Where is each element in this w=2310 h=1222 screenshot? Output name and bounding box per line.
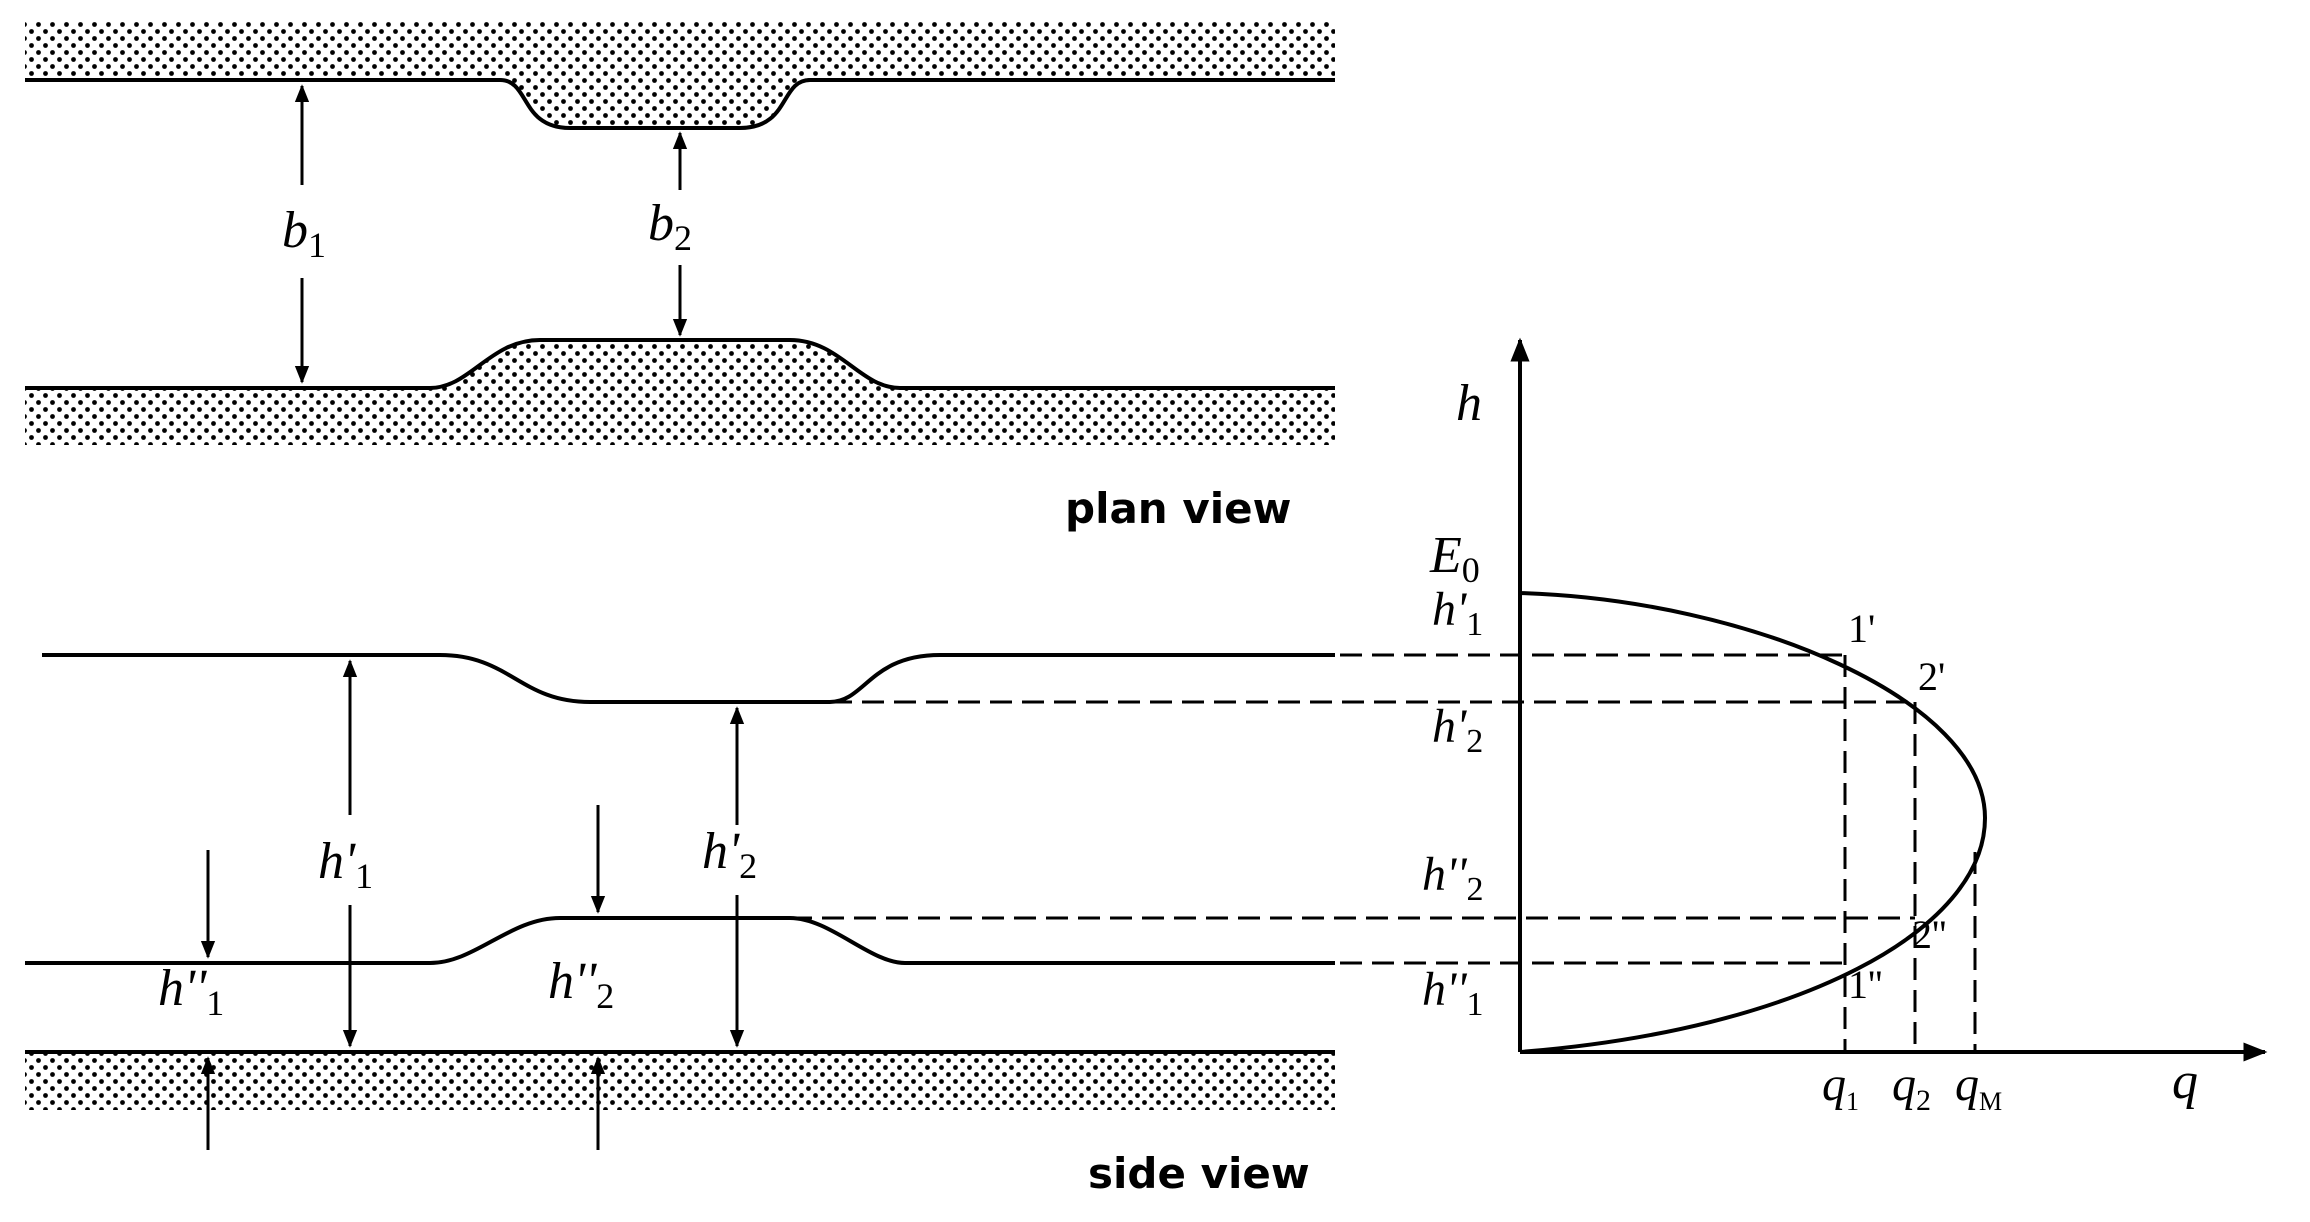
x-axis-label: q <box>2172 1053 2198 1110</box>
label-h2-prime: h'2 <box>702 823 757 886</box>
discharge-curve <box>1519 591 1988 1054</box>
plan-view-caption: plan view <box>1065 484 1291 533</box>
tick-h2-dprime: h''2 <box>1422 848 1484 908</box>
tick-h1-prime: h'1 <box>1432 583 1483 643</box>
plan-top-bank-hatch <box>25 22 1335 128</box>
label-h1-dprime: h''1 <box>158 960 224 1023</box>
tick-h2-prime: h'2 <box>1432 700 1483 760</box>
water-surface-supercritical <box>25 916 1335 965</box>
point-1-dprime: 1'' <box>1848 962 1882 1007</box>
specific-discharge-graph: h q E0 h'1 h'2 h''2 h''1 q1 q2 qM 1' 2' <box>790 337 2268 1117</box>
tick-q1: q1 <box>1822 1058 1859 1116</box>
plan-top-wall <box>25 78 1335 130</box>
plan-view: b1 b2 plan view <box>25 22 1335 533</box>
label-h2-dprime: h''2 <box>548 953 614 1016</box>
plan-bottom-wall <box>25 338 1335 390</box>
side-view: h'1 h'2 h''1 h''2 side view <box>25 653 1335 1198</box>
plan-bottom-bank-hatch <box>25 340 1335 445</box>
side-view-caption: side view <box>1088 1149 1310 1198</box>
tick-h1-dprime: h''1 <box>1422 963 1484 1023</box>
point-2-prime: 2' <box>1918 654 1945 699</box>
channel-bed-hatch <box>25 1052 1335 1110</box>
point-2-dprime: 2'' <box>1912 912 1946 957</box>
point-1-prime: 1' <box>1848 606 1875 651</box>
y-axis-label: h <box>1456 375 1482 432</box>
tick-q2: q2 <box>1892 1058 1931 1117</box>
label-b1: b1 <box>282 202 326 265</box>
label-h1-prime: h'1 <box>318 833 373 896</box>
tick-qM: qM <box>1955 1058 2002 1116</box>
label-b2: b2 <box>648 195 692 258</box>
label-e0: E0 <box>1429 527 1480 590</box>
water-surface-subcritical <box>42 653 1335 704</box>
